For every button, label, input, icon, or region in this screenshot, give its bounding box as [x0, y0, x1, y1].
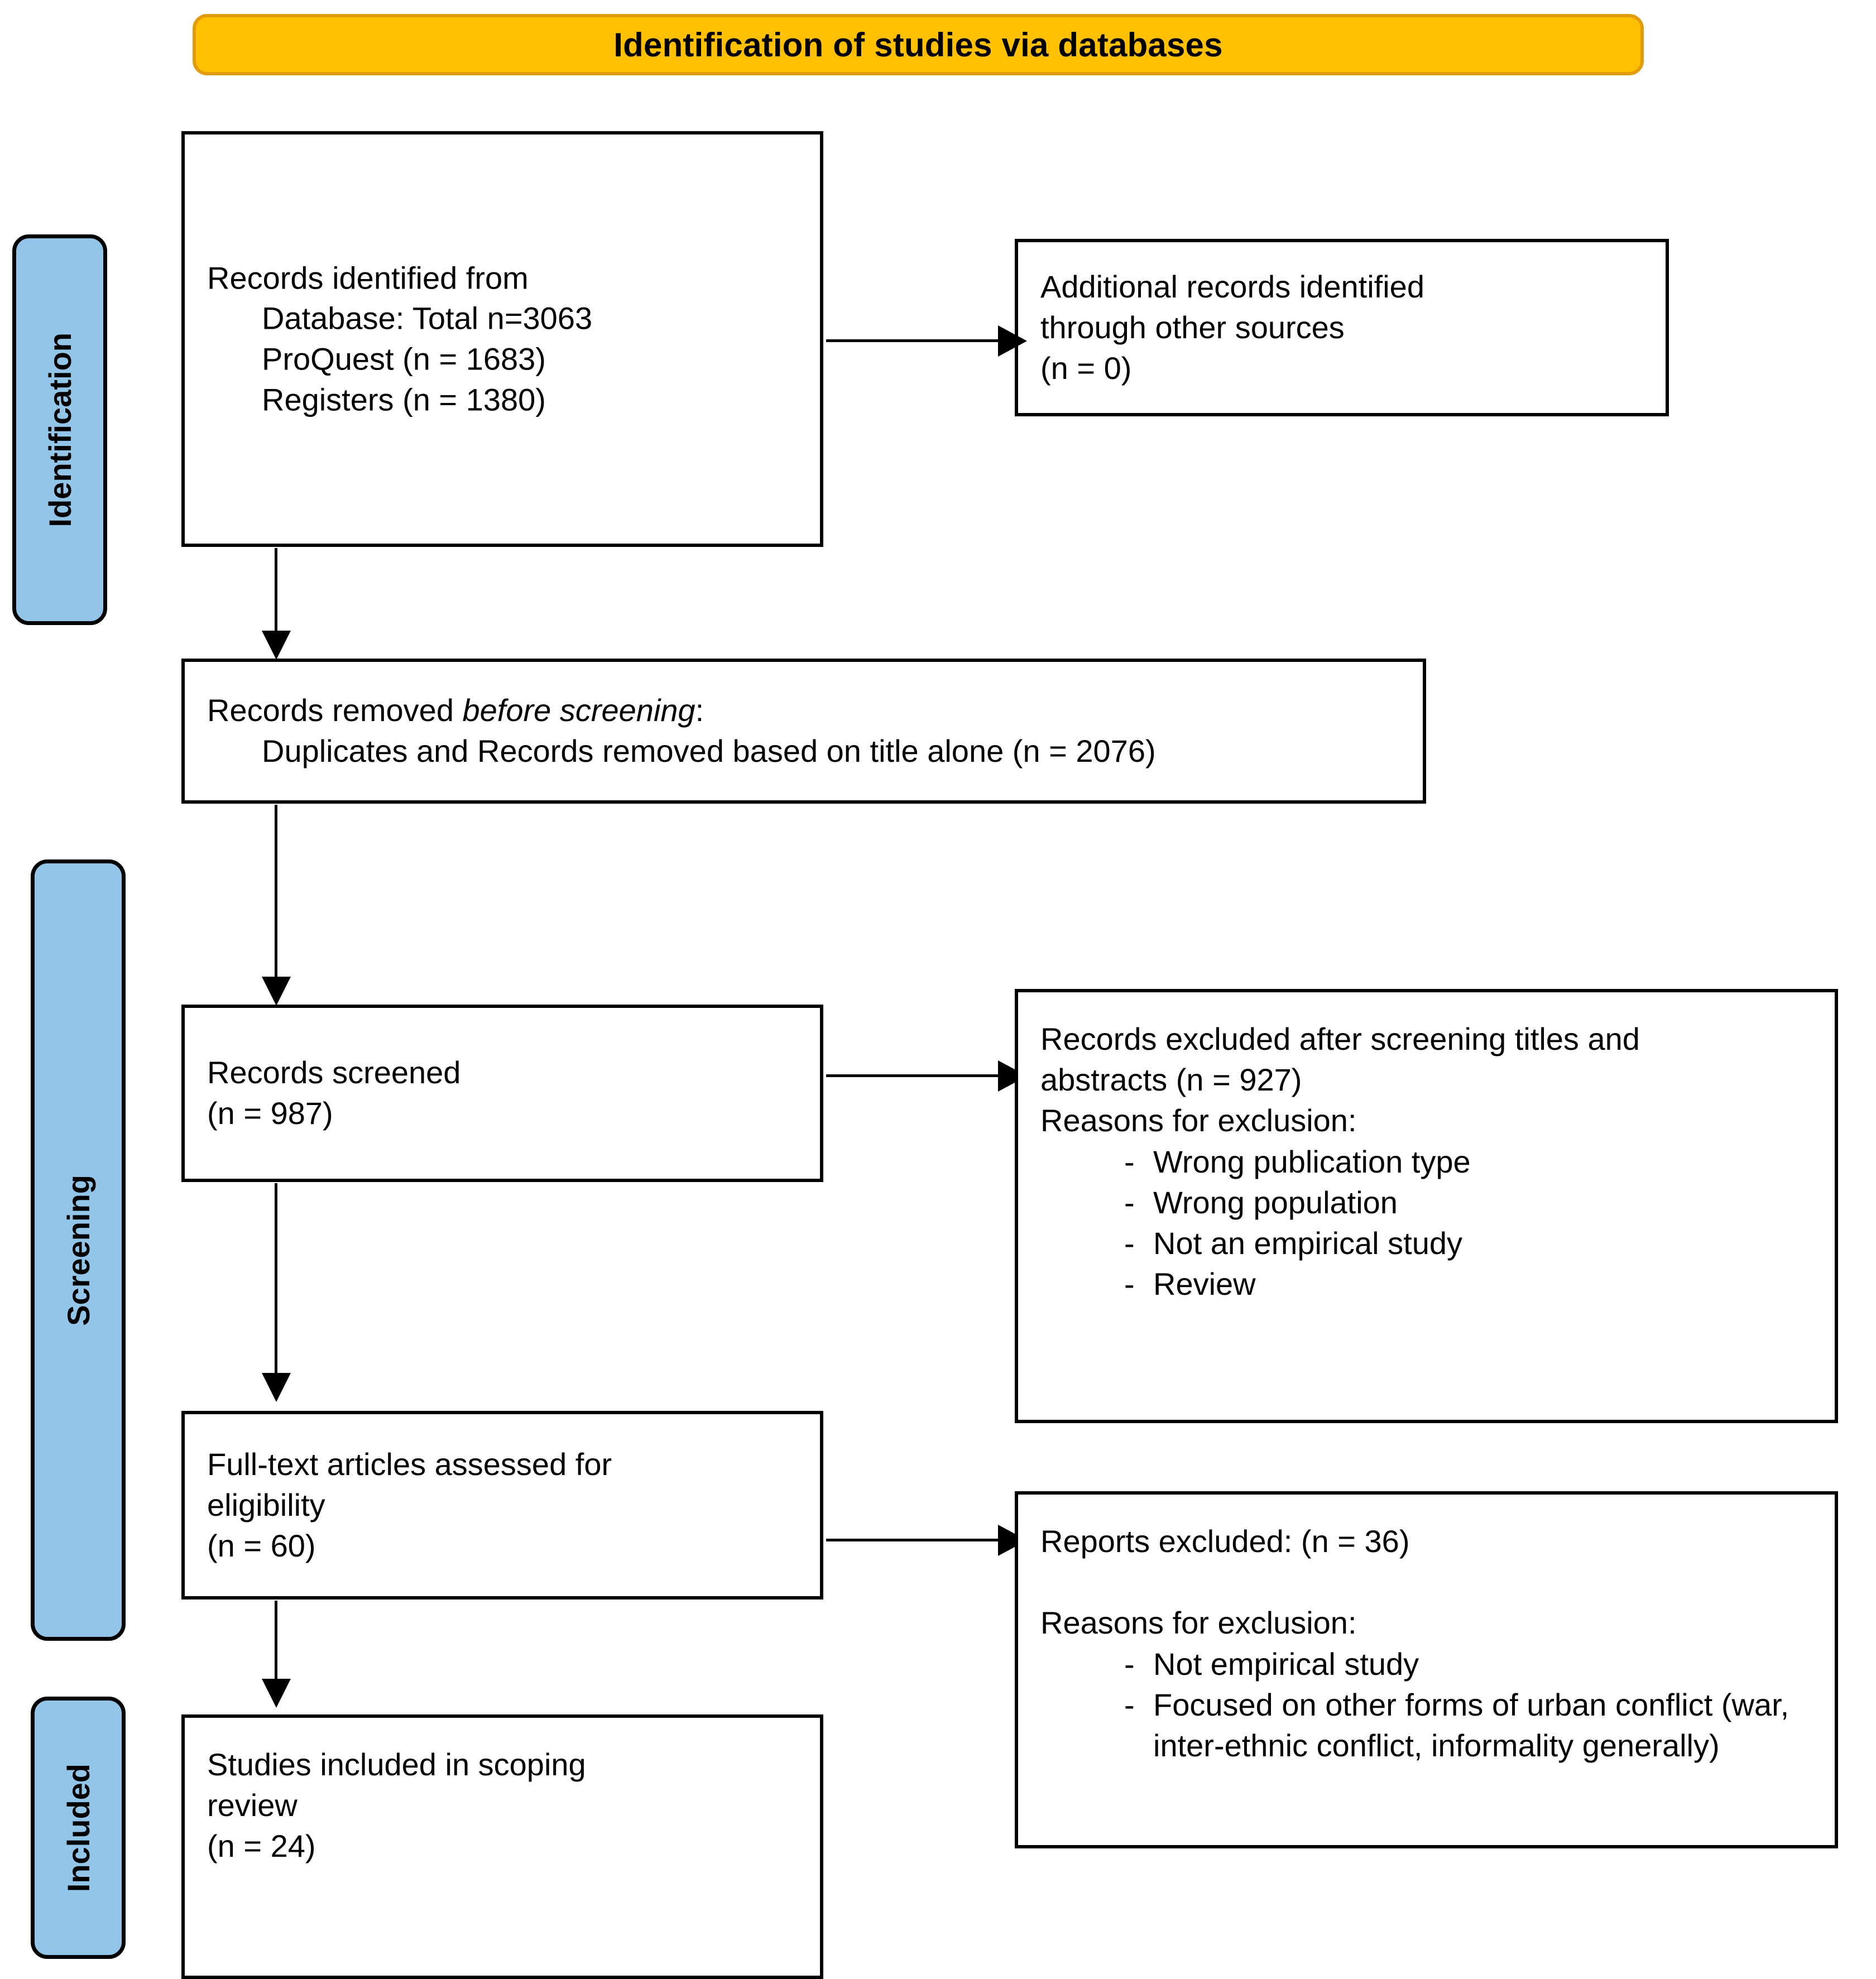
connector-screened-to-excluded-line — [826, 1074, 999, 1077]
box-studies-included: Studies included in scoping review (n = … — [181, 1714, 823, 1979]
additional-records-line-1: Additional records identified — [1040, 268, 1424, 304]
bullet-dash-icon: - — [1124, 1266, 1135, 1301]
records-identified-line-1: Records identified from — [207, 260, 529, 295]
studies-included-line-2: review — [207, 1787, 298, 1823]
stage-label-screening-text: Screening — [60, 1174, 96, 1326]
records-removed-heading-italic: before screening — [462, 693, 695, 728]
studies-included-line-3: (n = 24) — [207, 1828, 316, 1863]
bullet-dash-icon: - — [1124, 1646, 1135, 1682]
reports-excluded-reason-1: Not empirical study — [1153, 1646, 1419, 1682]
reports-excluded-heading: Reports excluded: (n = 36) — [1040, 1524, 1410, 1559]
box-additional-records: Additional records identified through ot… — [1015, 239, 1669, 416]
records-excluded-line-1: Records excluded after screening titles … — [1040, 1021, 1640, 1056]
connector-identified-to-additional-arrowhead — [998, 325, 1027, 357]
records-excluded-reason-2: Wrong population — [1153, 1185, 1398, 1221]
studies-included-line-1: Studies included in scoping — [207, 1747, 586, 1782]
fulltext-assessed-line-2: eligibility — [207, 1487, 325, 1522]
list-item: - Not empirical study — [1040, 1644, 1818, 1685]
reports-excluded-spacer — [1040, 1562, 1818, 1603]
bullet-dash-icon: - — [1124, 1225, 1135, 1261]
additional-records-line-3: (n = 0) — [1040, 350, 1132, 386]
connector-identified-to-additional-line — [826, 339, 999, 342]
stage-label-included-text: Included — [60, 1763, 96, 1892]
stage-label-identification: Identification — [12, 234, 107, 625]
list-item: - Review — [1040, 1264, 1818, 1305]
box-records-identified: Records identified from Database: Total … — [181, 131, 823, 547]
records-removed-detail: Duplicates and Records removed based on … — [262, 733, 1156, 768]
fulltext-assessed-line-3: (n = 60) — [207, 1528, 316, 1563]
connector-removed-to-screened-arrowhead — [262, 977, 291, 1006]
stage-label-included: Included — [31, 1697, 126, 1959]
connector-fulltext-to-included-line — [275, 1601, 277, 1684]
connector-removed-to-screened-line — [275, 805, 277, 983]
records-excluded-line-2: abstracts (n = 927) — [1040, 1061, 1302, 1097]
connector-identified-to-removed-arrowhead — [262, 631, 291, 660]
records-identified-line-2: Database: Total n=3063 — [262, 300, 593, 336]
stage-label-identification-text: Identification — [42, 332, 78, 527]
connector-screened-to-fulltext-arrowhead — [262, 1373, 291, 1402]
records-excluded-reason-4: Review — [1153, 1266, 1256, 1301]
connector-fulltext-to-included-arrowhead — [262, 1679, 291, 1708]
list-item: - Wrong population — [1040, 1183, 1818, 1223]
reports-excluded-reasons-list: - Not empirical study - Focused on other… — [1040, 1644, 1818, 1766]
bullet-dash-icon: - — [1124, 1185, 1135, 1221]
connector-screened-to-fulltext-line — [275, 1183, 277, 1378]
bullet-dash-icon: - — [1124, 1687, 1135, 1723]
box-reports-excluded: Reports excluded: (n = 36) Reasons for e… — [1015, 1491, 1838, 1848]
records-identified-line-3: ProQuest (n = 1683) — [262, 341, 546, 377]
records-removed-heading-lead: Records removed — [207, 693, 463, 728]
list-item: - Not an empirical study — [1040, 1223, 1818, 1264]
records-excluded-reason-1: Wrong publication type — [1153, 1144, 1471, 1180]
records-removed-heading-tail: : — [695, 693, 704, 728]
bullet-dash-icon: - — [1124, 1144, 1135, 1180]
list-item: - Focused on other forms of urban confli… — [1040, 1685, 1818, 1766]
additional-records-line-2: through other sources — [1040, 309, 1345, 345]
connector-fulltext-to-reports-excluded-line — [826, 1539, 999, 1541]
box-records-excluded: Records excluded after screening titles … — [1015, 989, 1838, 1423]
stage-label-screening: Screening — [31, 859, 126, 1641]
box-fulltext-assessed: Full-text articles assessed for eligibil… — [181, 1411, 823, 1599]
reports-excluded-reason-2: Focused on other forms of urban conflict… — [1153, 1687, 1789, 1763]
list-item: - Wrong publication type — [1040, 1142, 1818, 1183]
records-screened-line-1: Records screened — [207, 1055, 461, 1091]
records-screened-line-2: (n = 987) — [207, 1096, 333, 1131]
records-excluded-reason-3: Not an empirical study — [1153, 1225, 1463, 1261]
diagram-header-banner: Identification of studies via databases — [193, 14, 1644, 75]
box-records-removed: Records removed before screening: Duplic… — [181, 659, 1426, 804]
records-identified-line-4: Registers (n = 1380) — [262, 382, 546, 417]
records-excluded-line-3: Reasons for exclusion: — [1040, 1102, 1357, 1138]
records-removed-heading: Records removed before screening: — [207, 690, 1406, 731]
box-records-screened: Records screened (n = 987) — [181, 1005, 823, 1182]
reports-excluded-subheading: Reasons for exclusion: — [1040, 1605, 1357, 1640]
fulltext-assessed-line-1: Full-text articles assessed for — [207, 1446, 612, 1482]
records-excluded-reasons-list: - Wrong publication type - Wrong populat… — [1040, 1142, 1818, 1304]
connector-identified-to-removed-line — [275, 548, 277, 637]
page-title: Identification of studies via databases — [613, 26, 1223, 64]
